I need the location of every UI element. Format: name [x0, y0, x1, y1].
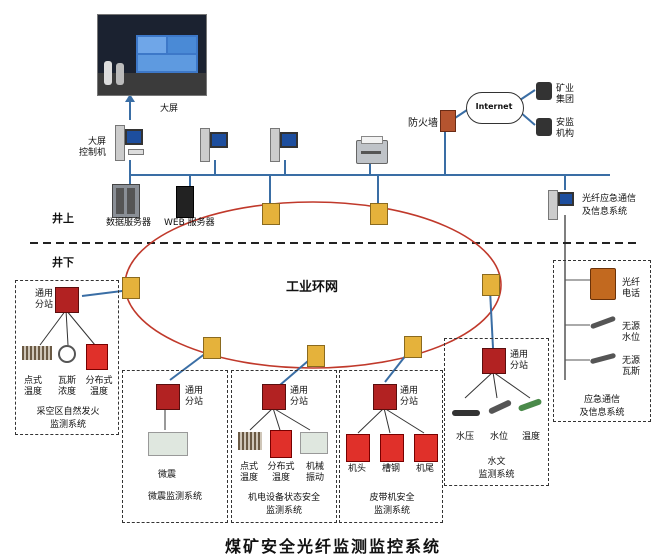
web-server-icon	[176, 186, 194, 218]
sensor-label: 点式 温度	[23, 376, 42, 397]
emergency-system-box	[553, 260, 651, 422]
web-server-label: WEB 服务器	[164, 218, 215, 228]
ring-switch-icon	[404, 336, 422, 358]
system-label: 采空区自然发火 监测系统	[36, 407, 100, 430]
station-icon	[482, 348, 506, 374]
computer-icon	[270, 128, 300, 162]
system-label: 机电设备状态安全 监测系统	[247, 493, 320, 516]
internet-label: Internet	[475, 102, 513, 111]
station-icon	[156, 384, 180, 410]
mech-system-box	[231, 370, 337, 523]
sensor-label: 机头	[347, 464, 366, 474]
point-temp-sensor-icon	[238, 432, 262, 450]
ring-switch-icon	[482, 274, 500, 296]
sensor-label: 瓦斯 浓度	[57, 376, 76, 397]
big-screen-image	[97, 14, 207, 96]
computer-icon	[200, 128, 230, 162]
computer-icon	[115, 125, 144, 161]
sensor-label: 无源 瓦斯	[622, 356, 641, 377]
diagram-title: 煤矿安全光纤监测监控系统	[224, 537, 441, 556]
ring-switch-icon	[203, 337, 221, 359]
big-screen-label: 大屏	[160, 104, 179, 114]
station-icon	[373, 384, 397, 410]
data-server-icon	[112, 184, 140, 218]
data-server-label: 数据服务器	[106, 218, 152, 228]
belt-sensor-icon	[380, 434, 404, 462]
zone-above-label: 井上	[52, 212, 74, 225]
sensor-label: 机械 振动	[305, 462, 324, 483]
station-label: 通用 分站	[510, 350, 529, 371]
station-icon	[262, 384, 286, 410]
fiber-phone-icon	[590, 268, 616, 300]
ring-switch-icon	[262, 203, 280, 225]
computer-icon	[548, 190, 576, 220]
sensor-label: 机尾	[415, 464, 434, 474]
belt-system-box	[339, 370, 443, 523]
firewall-label: 防火墙	[408, 118, 438, 129]
ring-switch-icon	[122, 277, 140, 299]
gas-sensor-icon	[58, 345, 76, 363]
sensor-label: 光纤 电话	[622, 278, 641, 299]
station-label: 通用 分站	[185, 386, 204, 407]
gear-computer-icon	[536, 82, 552, 100]
sensor-label: 分布式 温度	[85, 376, 113, 397]
internet-cloud-icon	[466, 92, 524, 124]
station-label: 通用 分站	[35, 289, 54, 310]
system-label: 水文 监测系统	[478, 457, 515, 480]
station-label: 通用 分站	[400, 386, 419, 407]
station-label: 通用 分站	[290, 386, 309, 407]
zone-below-label: 井下	[52, 256, 74, 269]
sensor-label: 分布式 温度	[267, 462, 295, 483]
gear-computer-icon	[536, 118, 552, 136]
point-temp-sensor-icon	[22, 346, 52, 360]
screen-controller-label: 大屏 控制机	[79, 137, 107, 158]
safety-org-label: 安监 机构	[556, 118, 575, 139]
system-label: 皮带机安全 监测系统	[369, 493, 415, 516]
station-icon	[55, 287, 79, 313]
ring-switch-icon	[307, 345, 325, 367]
vibration-sensor-icon	[300, 432, 328, 454]
sensor-label: 无源 水位	[622, 322, 641, 343]
sensor-label: 微震	[157, 470, 176, 480]
sensor-label: 水位	[489, 432, 508, 442]
sensor-label: 温度	[521, 432, 540, 442]
printer-icon	[356, 136, 388, 164]
seismic-sensor-icon	[148, 432, 188, 456]
seismic-system-box	[122, 370, 228, 523]
system-label: 微震监测系统	[147, 492, 202, 502]
ring-switch-icon	[370, 203, 388, 225]
dist-temp-sensor-icon	[86, 344, 108, 370]
firewall-icon	[440, 110, 456, 132]
sensor-label: 点式 温度	[239, 462, 258, 483]
ring-label: 工业环网	[286, 280, 339, 295]
hydro-system-box	[444, 338, 549, 486]
goaf-system-box	[15, 280, 119, 435]
belt-sensor-icon	[414, 434, 438, 462]
belt-sensor-icon	[346, 434, 370, 462]
sensor-label: 槽钢	[381, 464, 400, 474]
fiber-emergency-top-label: 光纤应急通信 及信息系统	[582, 194, 637, 217]
mining-group-label: 矿业 集团	[556, 84, 575, 105]
dist-temp-sensor-icon	[270, 430, 292, 458]
sensor-label: 水压	[455, 432, 474, 442]
system-label: 应急通信 及信息系统	[579, 395, 625, 418]
water-pressure-sensor-icon	[452, 410, 480, 416]
